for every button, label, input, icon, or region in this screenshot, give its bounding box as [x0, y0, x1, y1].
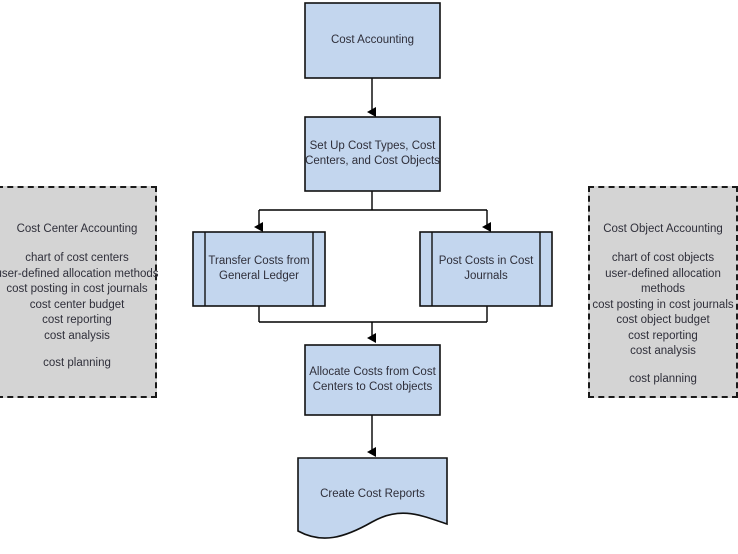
- panel-item: cost planning: [43, 357, 111, 369]
- panel-item: cost planning: [629, 372, 697, 385]
- panel-title-cost-object-accounting: Cost Object Accounting: [603, 223, 723, 235]
- panel-item: cost reporting: [628, 329, 698, 342]
- panel-list-cost-object-accounting: chart of cost objects user-defined alloc…: [584, 251, 738, 387]
- panel-title-cost-center-accounting: Cost Center Accounting: [16, 223, 138, 235]
- connectors-group: [254, 78, 491, 457]
- panel-cost-object-accounting: Cost Object Accounting chart of cost obj…: [588, 186, 738, 398]
- panel-item: user-defined allocation methods: [0, 267, 159, 280]
- node-allocate-costs[interactable]: [304, 344, 441, 416]
- panel-item: chart of cost centers: [25, 252, 129, 264]
- node-transfer-costs[interactable]: [192, 231, 326, 307]
- panel-list-cost-center-accounting: chart of cost centers user-defined alloc…: [0, 251, 161, 372]
- panel-item: cost posting in cost journals: [592, 298, 734, 311]
- node-post-costs[interactable]: [419, 231, 553, 307]
- panel-cost-center-accounting: Cost Center Accounting chart of cost cen…: [0, 186, 159, 398]
- panel-item: cost posting in cost journals: [6, 283, 148, 295]
- panel-item: cost object budget: [616, 314, 710, 326]
- panel-item: cost center budget: [29, 298, 125, 311]
- node-cost-accounting[interactable]: [304, 2, 441, 79]
- node-create-cost-reports[interactable]: [297, 457, 448, 539]
- panel-item: user-defined allocation methods: [605, 267, 721, 296]
- panel-item: chart of cost objects: [611, 252, 715, 264]
- panel-item: cost analysis: [630, 345, 696, 357]
- panel-item: cost reporting: [42, 314, 112, 326]
- panel-item: cost analysis: [44, 329, 110, 342]
- node-set-up-cost-types[interactable]: [304, 116, 441, 192]
- panel-item-spacer: [584, 360, 738, 372]
- panel-item-spacer: [0, 344, 161, 356]
